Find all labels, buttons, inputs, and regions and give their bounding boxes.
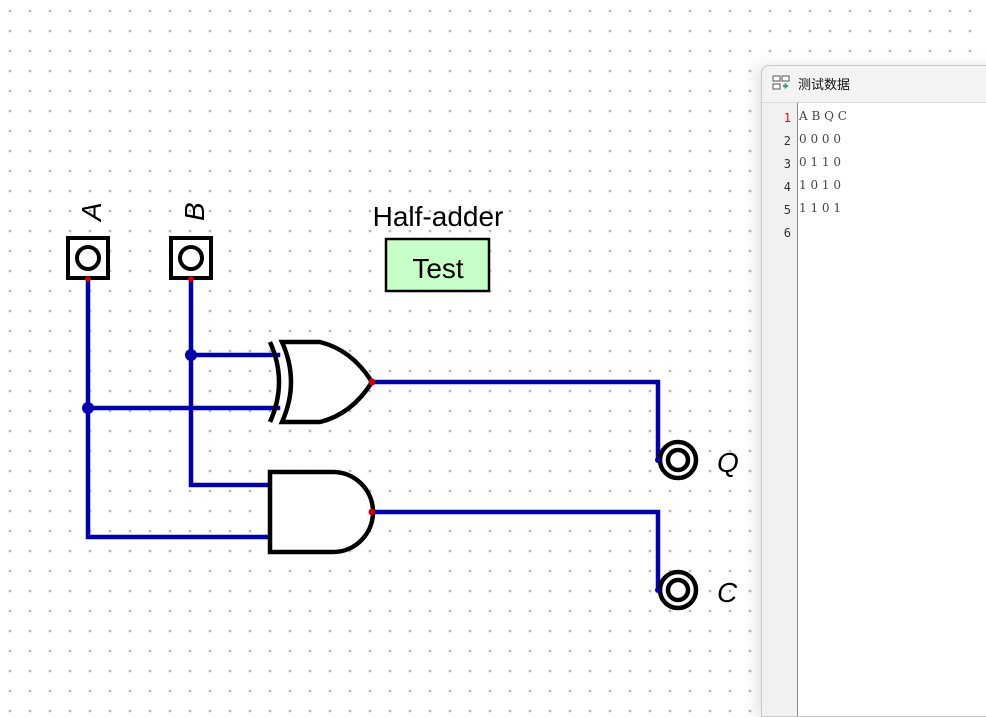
pin-dot bbox=[85, 276, 91, 282]
pin-dot bbox=[368, 378, 376, 386]
junction-dot bbox=[185, 349, 197, 361]
code-line[interactable]: 1 0 1 0 bbox=[799, 178, 841, 192]
circuit-canvas[interactable]: A B Half-adder Test Q C bbox=[0, 0, 986, 701]
wire-c[interactable] bbox=[369, 509, 661, 593]
pin-dot bbox=[655, 587, 661, 593]
wire-b[interactable] bbox=[188, 276, 273, 488]
test-case-title: Half-adder bbox=[373, 201, 504, 232]
code-line[interactable]: 1 1 0 1 bbox=[799, 201, 841, 215]
input-a-label: A bbox=[76, 202, 107, 223]
input-a[interactable]: A bbox=[66, 202, 110, 282]
code-line[interactable]: A B Q C bbox=[799, 109, 847, 123]
panel-title: 测试数据 bbox=[798, 77, 851, 93]
code-line[interactable]: 0 0 0 0 bbox=[799, 132, 841, 146]
test-button-label: Test bbox=[412, 253, 464, 284]
line-number: 5 bbox=[783, 203, 791, 217]
output-q[interactable]: Q bbox=[655, 439, 739, 481]
and-gate[interactable] bbox=[267, 469, 376, 555]
test-button[interactable]: Test bbox=[384, 237, 491, 293]
input-b-label: B bbox=[179, 202, 210, 221]
pin-dot bbox=[368, 508, 376, 516]
line-number: 2 bbox=[783, 134, 791, 148]
test-data-icon bbox=[772, 75, 790, 90]
output-c[interactable]: C bbox=[655, 569, 738, 611]
wire-q[interactable] bbox=[369, 379, 661, 463]
panel-titlebar[interactable]: 测试数据 bbox=[762, 66, 986, 100]
line-number: 3 bbox=[783, 157, 791, 171]
input-b[interactable]: B bbox=[169, 202, 213, 282]
wire-a[interactable] bbox=[85, 276, 273, 540]
pin-dot bbox=[188, 276, 194, 282]
pin-dot bbox=[655, 457, 661, 463]
junction-dot bbox=[82, 402, 94, 414]
line-number: 6 bbox=[783, 226, 791, 240]
wires bbox=[85, 276, 661, 593]
line-number: 1 bbox=[783, 111, 791, 125]
xor-gate[interactable] bbox=[267, 339, 376, 425]
line-number: 4 bbox=[783, 180, 791, 194]
output-c-label: C bbox=[717, 577, 738, 608]
test-data-editor[interactable]: 1 2 3 4 5 6 A B Q C 0 0 0 0 0 1 1 0 1 0 … bbox=[762, 102, 986, 716]
output-q-label: Q bbox=[717, 447, 739, 478]
line-number-gutter: 1 2 3 4 5 6 bbox=[762, 103, 798, 716]
test-data-panel[interactable]: 测试数据 1 2 3 4 5 6 A B Q C 0 0 0 0 0 1 1 0… bbox=[761, 65, 986, 717]
code-line[interactable]: 0 1 1 0 bbox=[799, 155, 841, 169]
